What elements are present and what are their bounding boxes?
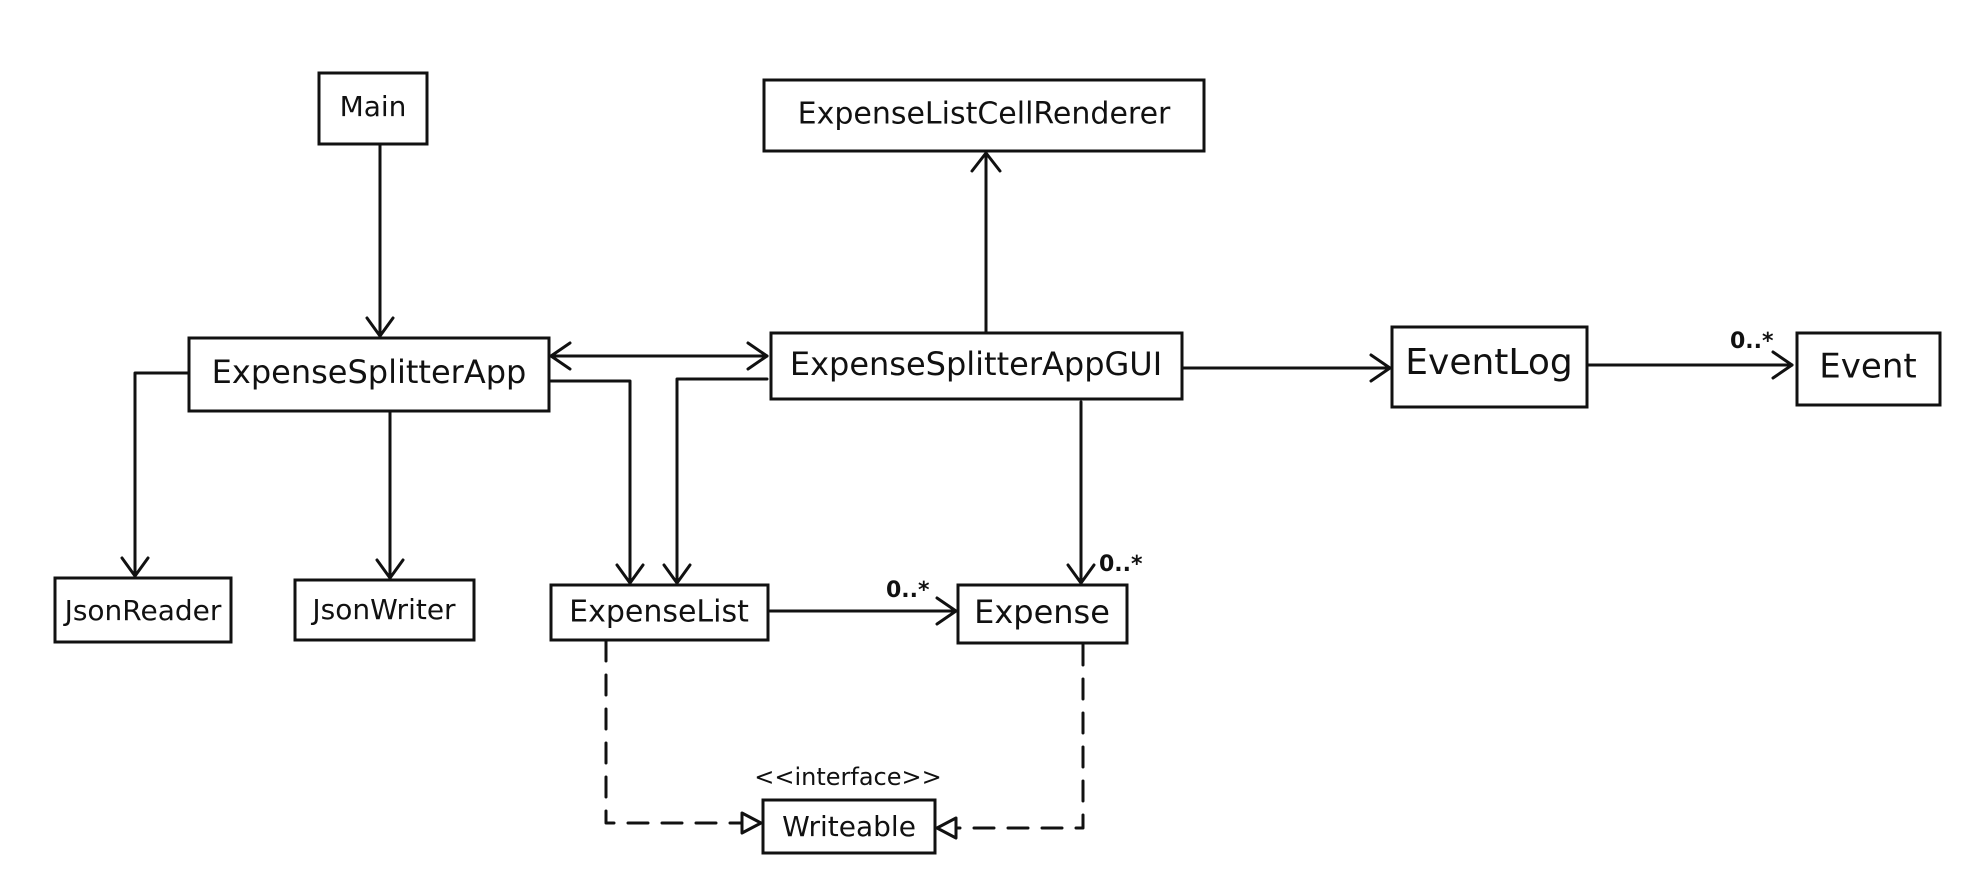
class-expense-list[interactable]: ExpenseList [549,583,770,642]
class-label-json-reader: JsonReader [63,594,222,627]
class-expense-splitter-app[interactable]: ExpenseSplitterApp [187,336,551,413]
class-box-writeable [761,798,937,855]
class-label-expense-list: ExpenseList [569,595,749,630]
class-box-app [187,336,551,413]
class-expense[interactable]: Expense [956,583,1129,645]
triangle-expense-realization [935,816,958,840]
arrowhead-gui-to-renderer [970,151,1002,173]
stereotype-label-writeable: <<interface>> [754,763,941,791]
class-label-json-writer: JsonWriter [310,593,456,626]
multiplicity-expenselist-expense: 0..* [886,578,930,603]
class-expense-list-cell-renderer[interactable]: ExpenseListCellRenderer [762,78,1206,153]
class-json-reader[interactable]: JsonReader [53,576,233,644]
class-label-writeable: Writeable [782,810,916,843]
interface-writeable[interactable]: <<interface>> Writeable [754,763,942,855]
arrowhead-expenselist-to-expense [935,596,958,626]
class-box-expense-list [549,583,770,642]
class-event-log[interactable]: EventLog [1390,325,1589,409]
class-box-json-reader [53,576,233,644]
multiplicities: 0..* 0..* 0..* [886,329,1774,603]
class-label-expense: Expense [974,593,1110,631]
edge-gui-to-expenselist [675,377,769,585]
arrowhead-app-to-jsonreader [120,556,150,578]
class-label-event: Event [1819,347,1916,387]
class-box-json-writer [293,578,476,642]
arrowhead-gui-end [746,341,769,371]
arrowhead-gui-to-expense [1066,563,1096,585]
arrowhead-eventlog-to-event [1771,350,1794,380]
class-label-app: ExpenseSplitterApp [212,353,527,391]
connectors [120,142,1794,840]
class-main[interactable]: Main [317,71,429,146]
arrowhead-main-to-app [365,316,395,338]
multiplicity-gui-expense: 0..* [1099,552,1143,577]
arrowhead-app-to-expenselist [615,563,645,585]
multiplicity-eventlog-event: 0..* [1730,329,1774,354]
class-box-cell-renderer [762,78,1206,153]
class-box-main [317,71,429,146]
arrowhead-app-end [549,341,572,371]
class-box-event [1795,331,1942,407]
class-label-event-log: EventLog [1405,342,1572,383]
class-event[interactable]: Event [1795,331,1942,407]
arrowhead-gui-to-eventlog [1369,353,1392,383]
class-label-cell-renderer: ExpenseListCellRenderer [798,97,1171,132]
arrowhead-app-to-jsonwriter [375,558,405,580]
edge-app-to-jsonreader [133,371,191,578]
edge-expense-realizes-writeable [954,643,1085,830]
edge-app-to-expenselist [549,379,632,585]
class-label-main: Main [340,90,407,123]
arrowhead-gui-to-expenselist [662,563,692,585]
class-box-gui [769,331,1184,401]
class-json-writer[interactable]: JsonWriter [293,578,476,642]
triangle-expenselist-realization [740,811,763,835]
class-box-event-log [1390,325,1589,409]
edge-expenselist-realizes-writeable [604,639,744,825]
class-box-expense [956,583,1129,645]
class-expense-splitter-app-gui[interactable]: ExpenseSplitterAppGUI [769,331,1184,401]
class-label-gui: ExpenseSplitterAppGUI [790,345,1162,383]
